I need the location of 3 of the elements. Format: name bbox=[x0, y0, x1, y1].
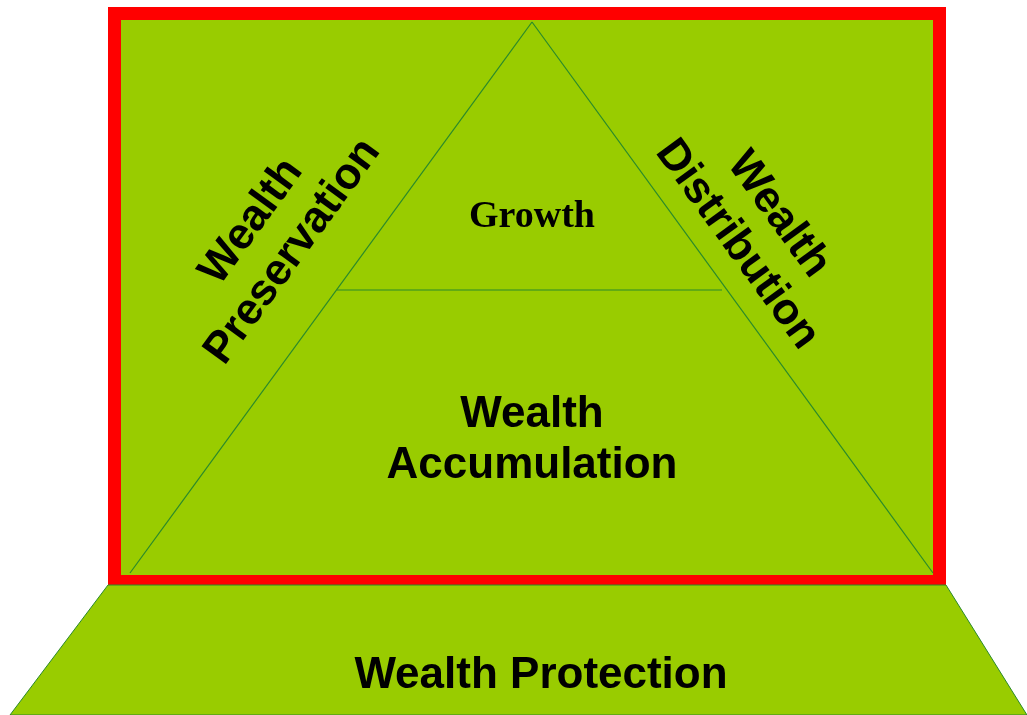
tier-label: Growth bbox=[447, 190, 617, 240]
tier-label: Wealth Accumulation bbox=[322, 378, 742, 498]
section-label: Wealth Protection bbox=[353, 647, 729, 699]
